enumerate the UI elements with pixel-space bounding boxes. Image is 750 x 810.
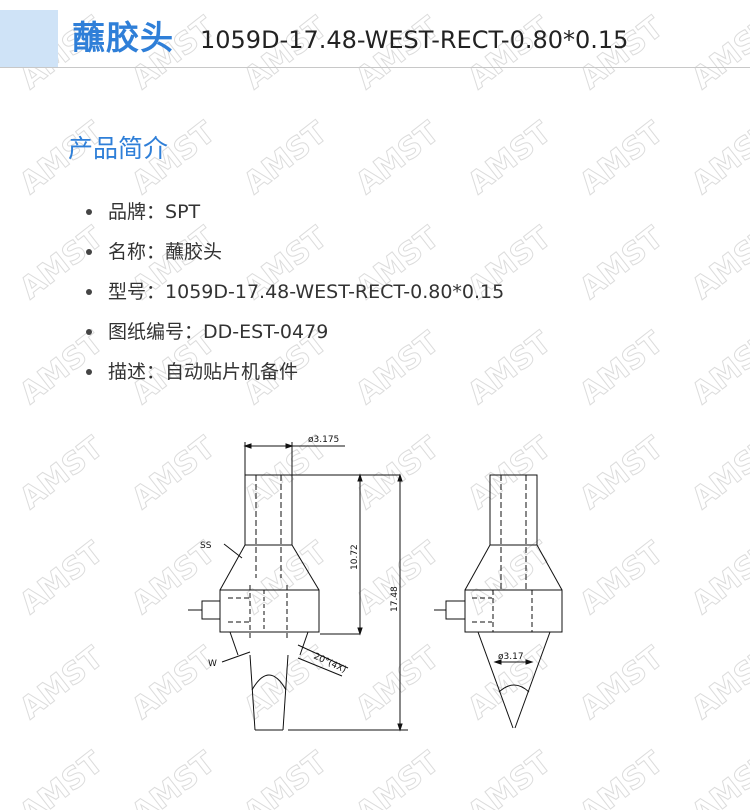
watermark-logo: AMST bbox=[13, 640, 110, 726]
spec-value: DD-EST-0479 bbox=[203, 321, 329, 343]
watermark-logo: AMST bbox=[685, 640, 750, 726]
spec-label: 描述 bbox=[108, 361, 147, 383]
product-model: 1059D-17.48-WEST-RECT-0.80*0.15 bbox=[200, 26, 629, 54]
spec-separator: ： bbox=[146, 201, 166, 223]
bullet-icon bbox=[86, 329, 92, 335]
dim-diameter-top: ø3.175 bbox=[308, 435, 339, 445]
spec-separator: ： bbox=[146, 361, 166, 383]
watermark-logo: AMST bbox=[685, 220, 750, 306]
watermark-logo: AMST bbox=[685, 745, 750, 810]
watermark-logo: AMST bbox=[685, 535, 750, 621]
spec-item-description: 描述：自动贴片机备件 bbox=[86, 352, 504, 392]
spec-item-model: 型号：1059D-17.48-WEST-RECT-0.80*0.15 bbox=[86, 272, 504, 312]
watermark-logo: AMST bbox=[13, 535, 110, 621]
spec-label: 图纸编号 bbox=[108, 321, 185, 343]
spec-label: 名称 bbox=[108, 241, 147, 263]
bullet-icon bbox=[86, 209, 92, 215]
technical-drawing: ø3.175 SS W 20°(4X) 10.72 17.48 ø3.17 bbox=[188, 435, 563, 732]
watermark-logo: AMST bbox=[13, 430, 110, 516]
spec-value: SPT bbox=[165, 201, 201, 223]
watermark-logo: AMST bbox=[573, 325, 670, 411]
spec-label: 品牌 bbox=[108, 201, 147, 223]
bullet-icon bbox=[86, 369, 92, 375]
spec-label: 型号 bbox=[108, 281, 147, 303]
spec-list: 品牌：SPT 名称：蘸胶头 型号：1059D-17.48-WEST-RECT-0… bbox=[86, 192, 504, 392]
section-title: 产品简介 bbox=[68, 134, 169, 163]
watermark-logo: AMST bbox=[573, 220, 670, 306]
spec-item-name: 名称：蘸胶头 bbox=[86, 232, 504, 272]
label-w: W bbox=[208, 659, 217, 669]
dim-height-upper: 10.72 bbox=[350, 544, 360, 570]
dim-height-total: 17.48 bbox=[390, 586, 400, 612]
product-title: 蘸胶头 bbox=[72, 18, 174, 57]
header-divider bbox=[0, 67, 750, 68]
watermark-logo: AMST bbox=[13, 745, 110, 810]
spec-item-drawing-no: 图纸编号：DD-EST-0479 bbox=[86, 312, 504, 352]
bullet-icon bbox=[86, 249, 92, 255]
bullet-icon bbox=[86, 289, 92, 295]
spec-item-brand: 品牌：SPT bbox=[86, 192, 504, 232]
spec-value: 蘸胶头 bbox=[165, 241, 223, 263]
label-ss: SS bbox=[200, 541, 212, 551]
watermark-logo: AMST bbox=[685, 430, 750, 516]
product-header: 蘸胶头 1059D-17.48-WEST-RECT-0.80*0.15 bbox=[0, 10, 750, 68]
watermark-logo: AMST bbox=[349, 115, 446, 201]
dim-diameter-side: ø3.17 bbox=[498, 652, 524, 662]
watermark-logo: AMST bbox=[573, 115, 670, 201]
watermark-logo: AMST bbox=[461, 115, 558, 201]
watermark-logo: AMST bbox=[685, 115, 750, 201]
header-accent-block bbox=[0, 10, 58, 68]
dim-angle: 20°(4X) bbox=[312, 652, 348, 676]
spec-value: 自动贴片机备件 bbox=[165, 361, 299, 383]
watermark-logo: AMST bbox=[685, 325, 750, 411]
spec-separator: ： bbox=[146, 281, 166, 303]
spec-value: 1059D-17.48-WEST-RECT-0.80*0.15 bbox=[165, 281, 505, 303]
spec-separator: ： bbox=[184, 321, 204, 343]
watermark-logo: AMST bbox=[237, 115, 334, 201]
spec-separator: ： bbox=[146, 241, 166, 263]
